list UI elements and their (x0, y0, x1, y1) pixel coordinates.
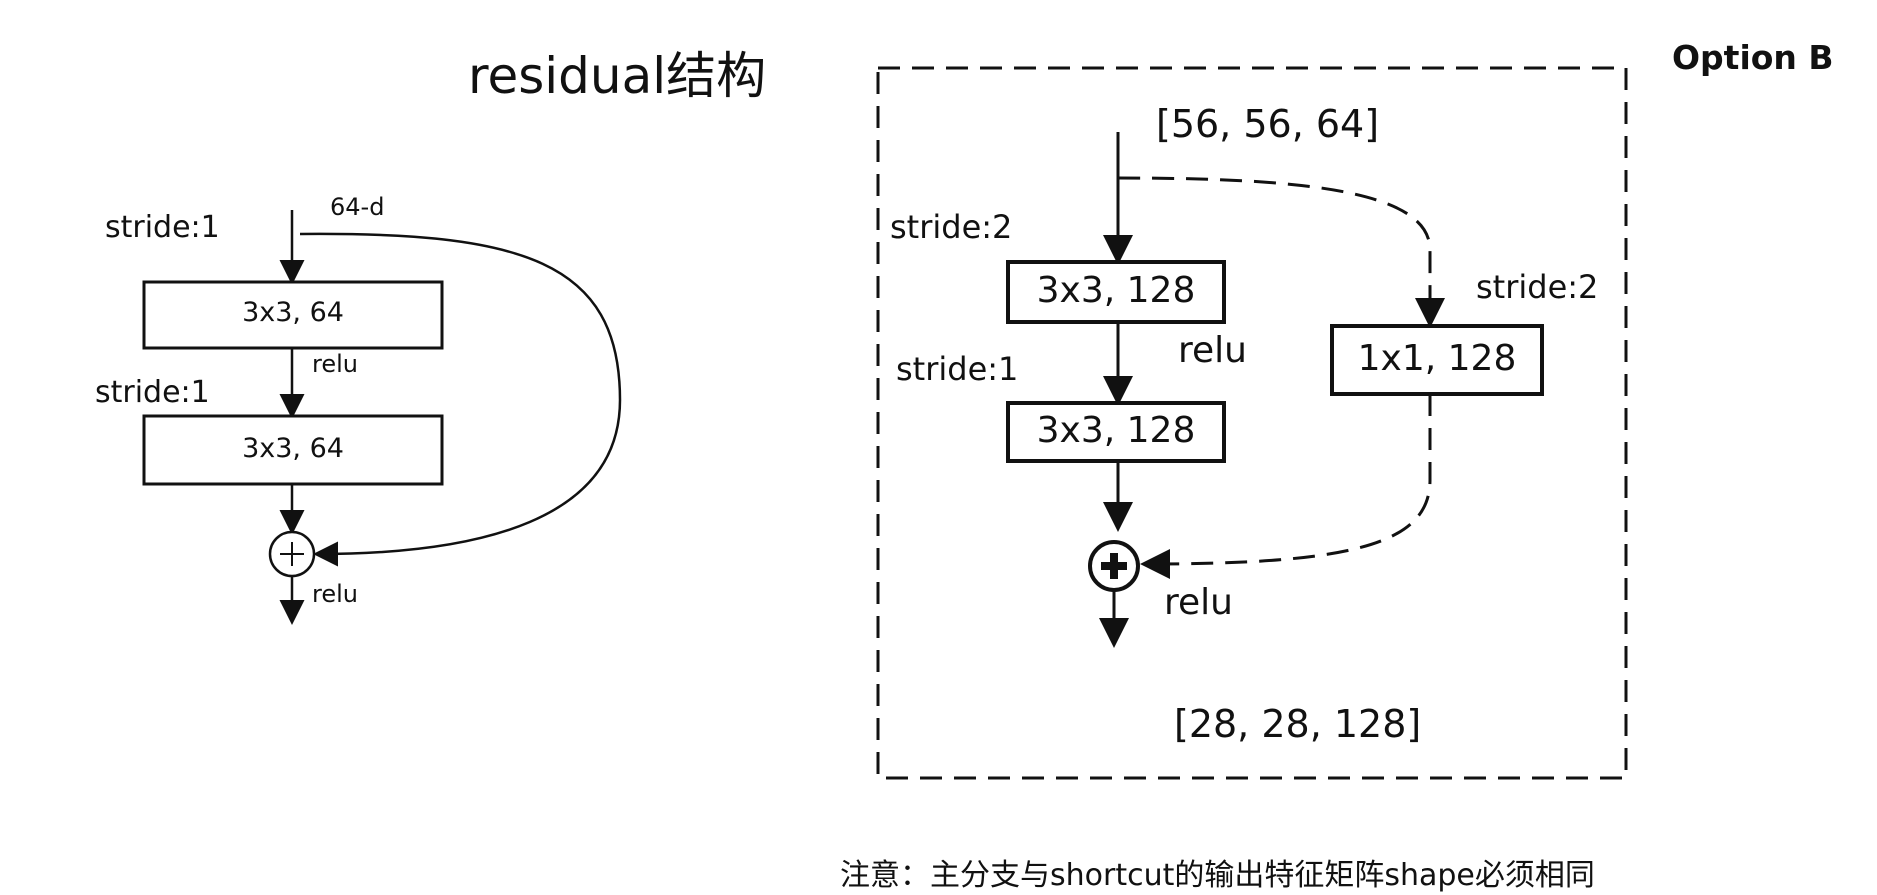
identity-shortcut (299, 232, 622, 567)
conv-box (1006, 260, 1226, 324)
relu-label: relu (312, 580, 358, 608)
conv-label: 1x1, 128 (1357, 338, 1517, 379)
stride-label: stride:1 (105, 210, 220, 245)
page-title: residual结构 (468, 47, 767, 105)
projection-shortcut (1117, 176, 1445, 328)
relu-label: relu (1178, 330, 1247, 371)
right-option-b-block (876, 66, 1628, 780)
stride-label: stride:1 (95, 375, 210, 410)
note-text: 注意：主分支与shortcut的输出特征矩阵shape必须相同 (840, 858, 1595, 893)
relu-label: relu (312, 350, 358, 378)
left-residual-block (142, 210, 622, 625)
conv-label: 3x3, 128 (1036, 270, 1196, 311)
option-label: Option B (1672, 38, 1834, 77)
relu-label: relu (1164, 582, 1233, 623)
stride-label: stride:1 (896, 350, 1019, 388)
conv-label: 3x3, 64 (242, 433, 344, 464)
stride-label: stride:2 (1476, 268, 1599, 306)
input-dim-label: 64-d (330, 193, 385, 221)
conv-box (1330, 324, 1544, 396)
output-shape-label: [28, 28, 128] (1174, 702, 1422, 746)
input-shape-label: [56, 56, 64] (1156, 102, 1380, 146)
projection-shortcut-out (1140, 394, 1432, 579)
dashed-frame (876, 66, 1628, 780)
conv-label: 3x3, 64 (242, 297, 344, 328)
conv-label: 3x3, 128 (1036, 410, 1196, 451)
conv-box (1006, 401, 1226, 463)
conv-box (142, 414, 444, 486)
stride-label: stride:2 (890, 208, 1013, 246)
